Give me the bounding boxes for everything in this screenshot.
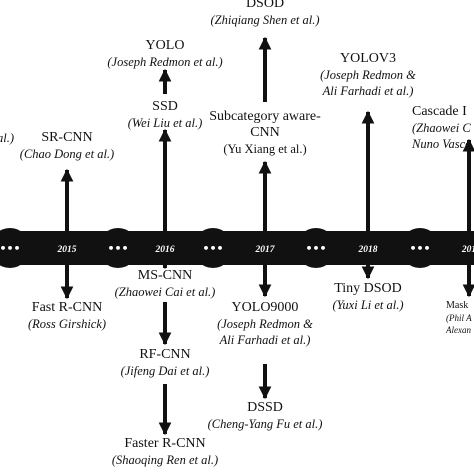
- entry-yolov3: YOLOV3 (Joseph Redmon & Ali Farhadi et a…: [303, 51, 433, 99]
- entry-yolo9000: YOLO9000 (Joseph Redmon & Ali Farhadi et…: [200, 300, 330, 348]
- author-label: (Joseph Redmon &: [320, 68, 416, 82]
- method-name: Faster R-CNN: [124, 436, 206, 451]
- year-label-2018: 2018: [358, 245, 378, 255]
- method-name: Cascade I: [412, 104, 467, 119]
- method-name: Subcategory aware-: [209, 109, 321, 124]
- method-name: SR-CNN: [41, 130, 93, 145]
- author-label: (Cheng-Yang Fu et al.): [207, 417, 323, 431]
- author-label: al.): [0, 131, 15, 145]
- author-label-line2: Nuno Vasco: [412, 137, 472, 151]
- author-label: (Zhiqiang Shen et al.): [210, 13, 320, 27]
- timeline-node: •••: [0, 228, 30, 268]
- year-label-2015: 2015: [57, 245, 77, 255]
- entry-yolo: YOLO (Joseph Redmon et al.): [90, 38, 240, 70]
- author-label: (Yu Xiang et al.): [223, 142, 307, 156]
- entry-ssd: SSD (Wei Liu et al.): [110, 99, 220, 131]
- svg-text:•••: •••: [0, 242, 21, 255]
- author-label: (Phil A: [446, 313, 472, 323]
- entry-rf-cnn: RF-CNN (Jifeng Dai et al.): [100, 347, 230, 379]
- method-name: Tiny DSOD: [334, 281, 402, 296]
- entry-faster-rcnn: Faster R-CNN (Shaoqing Ren et al.): [95, 436, 235, 468]
- timeline-node: •••: [193, 228, 233, 268]
- author-label: (Zhaowei Cai et al.): [114, 285, 216, 299]
- entry-ms-cnn: MS-CNN (Zhaowei Cai et al.): [100, 268, 230, 300]
- entry-sr-cnn: SR-CNN (Chao Dong et al.): [7, 130, 127, 162]
- author-label: (Joseph Redmon et al.): [107, 55, 223, 69]
- author-label: (Jifeng Dai et al.): [120, 364, 210, 378]
- year-label-2019: 201: [461, 245, 474, 255]
- entry-cascade: Cascade I (Zhaowei C Nuno Vasco: [412, 104, 474, 152]
- author-label: (Yuxi Li et al.): [332, 298, 404, 312]
- method-name: SSD: [152, 99, 178, 114]
- year-label-2016: 2016: [155, 245, 175, 255]
- method-name: YOLO: [145, 38, 185, 53]
- method-name: YOLO9000: [231, 300, 299, 315]
- svg-text:•••: •••: [202, 242, 223, 255]
- author-label: (Zhaowei C: [412, 121, 471, 135]
- method-name: DSOD: [245, 0, 285, 11]
- method-name: RF-CNN: [139, 347, 191, 362]
- entry-left-fragment: al.): [0, 130, 17, 146]
- timeline-band: [0, 231, 474, 265]
- author-label: (Joseph Redmon &: [217, 317, 313, 331]
- svg-text:•••: •••: [305, 242, 326, 255]
- entry-fast-rcnn: Fast R-CNN (Ross Girshick): [7, 300, 127, 332]
- entry-dssd: DSSD (Cheng-Yang Fu et al.): [200, 400, 330, 432]
- entry-subcategory-aware-cnn: Subcategory aware- CNN (Yu Xiang et al.): [200, 109, 330, 157]
- author-label-line2: Ali Farhadi et al.): [322, 84, 414, 98]
- author-label-line2: Ali Farhadi et al.): [219, 333, 311, 347]
- timeline-node: •••: [400, 228, 440, 268]
- svg-text:•••: •••: [409, 242, 430, 255]
- author-label: (Chao Dong et al.): [19, 147, 115, 161]
- entry-mask: Mask (Phil A Alexan: [446, 300, 474, 336]
- method-name: Mask: [446, 300, 469, 311]
- timeline-node: •••: [296, 228, 336, 268]
- author-label-line2: Alexan: [446, 325, 471, 335]
- timeline-node: •••: [98, 228, 138, 268]
- entry-tiny-dsod: Tiny DSOD (Yuxi Li et al.): [318, 281, 418, 313]
- svg-text:•••: •••: [107, 242, 128, 255]
- method-name-line2: CNN: [250, 125, 280, 140]
- author-label: (Shaoqing Ren et al.): [111, 453, 219, 467]
- author-label: (Ross Girshick): [27, 317, 107, 331]
- author-label: (Wei Liu et al.): [127, 116, 203, 130]
- method-name: Fast R-CNN: [31, 300, 103, 315]
- method-name: MS-CNN: [137, 268, 193, 283]
- method-name: YOLOV3: [340, 51, 396, 66]
- year-label-2017: 2017: [255, 245, 276, 255]
- entry-dsod: DSOD (Zhiqiang Shen et al.): [190, 0, 340, 28]
- method-name: DSSD: [247, 400, 283, 415]
